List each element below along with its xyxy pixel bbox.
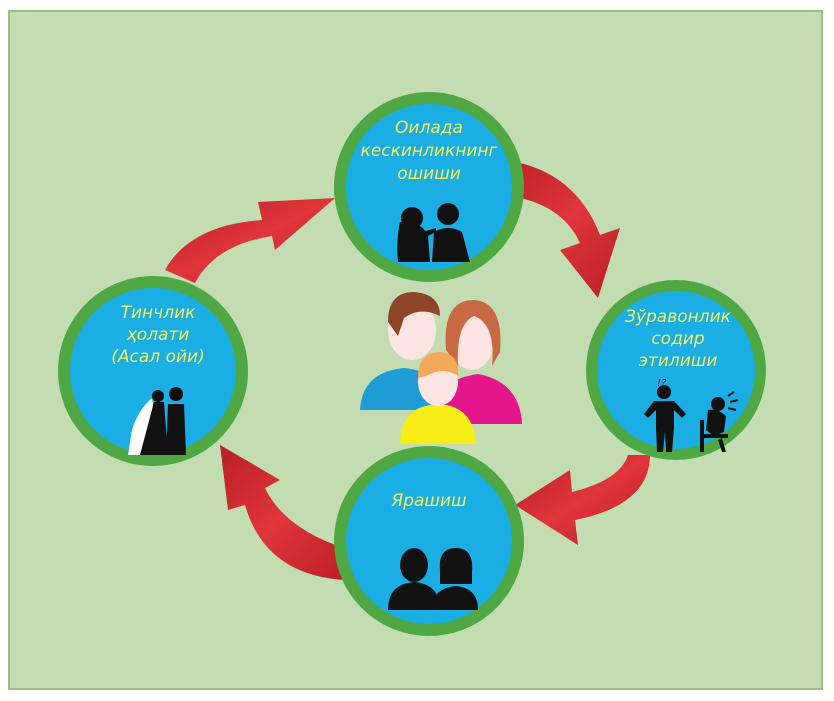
wedding-couple-icon xyxy=(128,387,186,455)
node-honeymoon-line-3: (Асал ойи) xyxy=(111,347,204,367)
node-violence: Зўравонлик содир этилиши !? xyxy=(586,280,766,460)
arrow-right-to-bottom xyxy=(515,455,650,545)
node-reconciliation: Ярашиш xyxy=(334,446,524,636)
node-violence-line-2: содир xyxy=(651,329,705,349)
violence-icon: !? xyxy=(644,378,739,452)
node-violence-line-1: Зўравонлик xyxy=(625,307,732,327)
node-tension-line-3: ошиши xyxy=(397,164,461,184)
node-tension-line-1: Оилада xyxy=(395,118,463,138)
node-circle xyxy=(70,288,236,454)
arrow-left-to-top xyxy=(165,198,335,283)
family-icon xyxy=(360,292,522,444)
arrow-bottom-to-left xyxy=(220,445,350,580)
arguing-couple-icon xyxy=(397,203,470,262)
node-violence-line-3: этилиши xyxy=(639,351,718,371)
node-circle xyxy=(346,104,512,270)
cycle-arrows xyxy=(165,160,650,580)
node-honeymoon: Тинчлик ҳолати (Асал ойи) xyxy=(58,276,248,466)
node-tension: Оилада кескинликнинг ошиши xyxy=(334,92,524,282)
node-honeymoon-line-1: Тинчлик xyxy=(121,303,197,323)
reconciled-couple-icon xyxy=(388,548,478,610)
arrow-top-to-right xyxy=(500,160,620,298)
svg-text:!?: !? xyxy=(657,378,667,389)
node-reconciliation-label: Ярашиш xyxy=(390,491,466,511)
node-tension-line-2: кескинликнинг xyxy=(361,141,498,161)
node-honeymoon-line-2: ҳолати xyxy=(126,325,190,345)
